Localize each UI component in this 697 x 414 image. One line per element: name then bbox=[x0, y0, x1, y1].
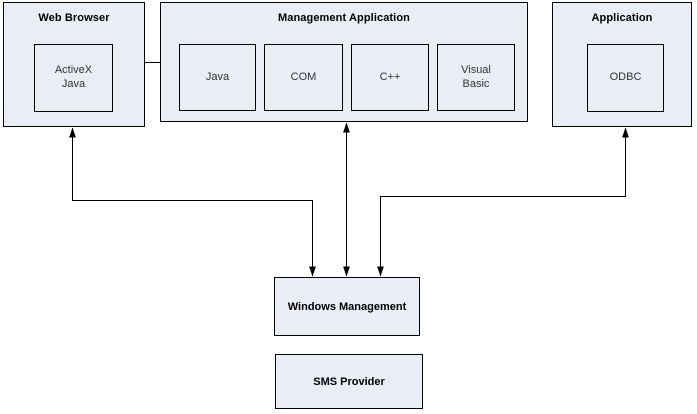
activex-java-box: ActiveX Java bbox=[34, 44, 113, 112]
visual-basic-box: Visual Basic bbox=[437, 44, 515, 111]
management-application-box: Management Application Java COM C++ Visu… bbox=[160, 2, 528, 122]
cpp-box: C++ bbox=[351, 44, 429, 111]
sms-provider-label: SMS Provider bbox=[313, 375, 385, 388]
cpp-label: C++ bbox=[379, 70, 401, 83]
com-box: COM bbox=[264, 44, 343, 111]
odbc-box: ODBC bbox=[587, 44, 664, 112]
activex-java-label: ActiveX Java bbox=[54, 64, 93, 90]
web-browser-title: Web Browser bbox=[38, 12, 110, 24]
windows-management-box: Windows Management bbox=[274, 277, 420, 336]
windows-management-label: Windows Management bbox=[287, 300, 407, 313]
application-title: Application bbox=[591, 12, 653, 24]
connector-webbrowser-windowsmanagement bbox=[69, 127, 316, 277]
java-box: Java bbox=[179, 44, 256, 111]
web-browser-box: Web Browser ActiveX Java bbox=[3, 2, 145, 127]
java-label: Java bbox=[205, 70, 230, 83]
application-box: Application ODBC bbox=[552, 2, 692, 127]
com-label: COM bbox=[290, 70, 317, 83]
odbc-label: ODBC bbox=[609, 71, 642, 84]
connector-application-windowsmanagement bbox=[377, 127, 629, 277]
visual-basic-label: Visual Basic bbox=[461, 63, 491, 90]
sms-provider-box: SMS Provider bbox=[275, 354, 423, 409]
management-application-title: Management Application bbox=[278, 12, 410, 24]
